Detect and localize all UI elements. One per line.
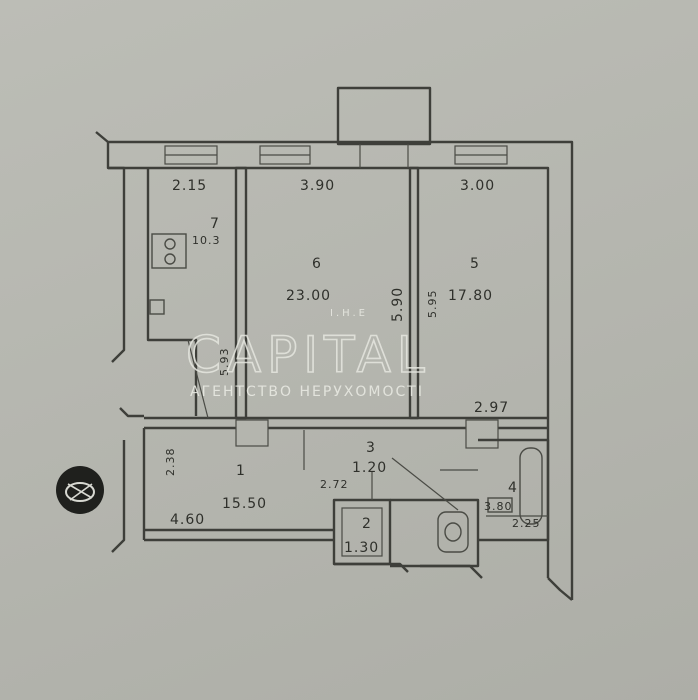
- room2-area: 1.30: [344, 540, 379, 556]
- balcony: [336, 86, 432, 146]
- dim-hall-depth: 2.38: [164, 448, 177, 477]
- room7-number: 7: [210, 216, 220, 232]
- sink-fixture: [487, 497, 513, 513]
- room7-right-lower: [146, 168, 198, 416]
- dim-room6-depth: 5.90: [390, 287, 406, 322]
- compass-icon: [56, 466, 104, 514]
- outer-wall-corner: [547, 577, 573, 601]
- room4-number: 4: [508, 480, 518, 496]
- hall-bottom-wall: [144, 528, 334, 542]
- watermark-brand: CAPITAL: [186, 326, 431, 384]
- stove-fixture: [151, 233, 187, 269]
- sink-room7: [149, 299, 165, 315]
- dim-room6-width: 3.90: [300, 178, 335, 194]
- dim-room5-depth: 5.95: [426, 290, 439, 319]
- room2-number: 2: [362, 516, 372, 532]
- room3-number: 3: [366, 440, 376, 456]
- hall-left-wall: [111, 428, 146, 553]
- watermark-tagline: АГЕНТСТВО НЕРУХОМОСТІ: [190, 384, 424, 400]
- dim-room7-width: 2.15: [172, 178, 207, 194]
- dim-room5-width: 3.00: [460, 178, 495, 194]
- dim-room7-depth: 5.93: [218, 348, 231, 377]
- watermark-logo: I.H.E CAPITAL АГЕНТСТВО НЕРУХОМОСТІ: [185, 308, 431, 400]
- room1-number: 1: [236, 463, 246, 479]
- room4-bath: [478, 438, 550, 542]
- watermark-top: I.H.E: [330, 308, 368, 319]
- room6-area: 23.00: [286, 288, 331, 304]
- toilet-fixture: [437, 511, 469, 553]
- door-room6: [235, 419, 269, 447]
- room3-area: 1.20: [352, 460, 387, 476]
- dim-corridor-width: 2.72: [320, 478, 349, 491]
- bathtub-fixture: [519, 447, 543, 525]
- dim-hall-width: 4.60: [170, 512, 205, 528]
- room5-area: 17.80: [448, 288, 493, 304]
- outer-wall-top: [95, 131, 574, 600]
- room6-number: 6: [312, 256, 322, 272]
- room5-number: 5: [470, 256, 480, 272]
- dim-room5-bottom: 2.97: [474, 400, 509, 416]
- dim-bath-width: 2.25: [512, 517, 541, 530]
- outer-wall-left: [106, 142, 126, 363]
- room4-area: 3.80: [484, 500, 513, 513]
- left-break: [119, 407, 144, 418]
- room7-area: 10.3: [192, 234, 221, 247]
- room1-area: 15.50: [222, 496, 267, 512]
- door-room5: [465, 419, 499, 449]
- bath-bottom: [334, 562, 483, 579]
- bath-block: [390, 498, 480, 568]
